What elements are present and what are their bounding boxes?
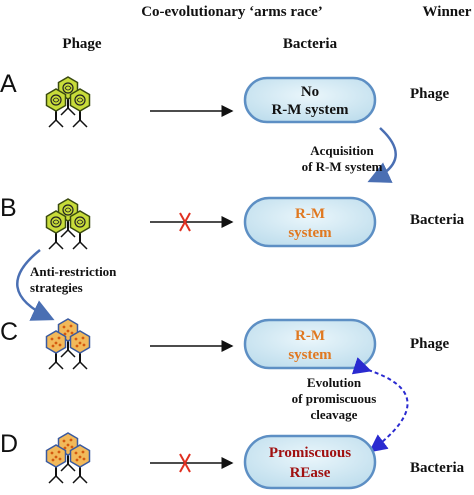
pill-d-line1: Promiscuous: [269, 445, 351, 461]
diagram-title: Co-evolutionary ‘arms race’: [141, 4, 323, 20]
bacterium-pill-b: [243, 196, 377, 248]
pill-a-line2: R-M system: [271, 102, 349, 118]
pill-c-line2: system: [288, 347, 332, 363]
evolution-line3: cleavage: [311, 407, 358, 422]
row-letter-c: C: [0, 318, 18, 346]
acquisition-arrow: [367, 127, 397, 183]
row-letter-d: D: [0, 430, 18, 458]
row-letter-a: A: [0, 70, 17, 98]
phage-header: Phage: [62, 36, 102, 52]
row-d: D Promiscuous REase Bacteria: [0, 430, 465, 490]
pill-d-line2: REase: [290, 465, 331, 481]
winner-c: Phage: [410, 336, 450, 352]
phage-cluster-c-icon: [45, 318, 91, 370]
acquisition-line1: Acquisition: [310, 143, 374, 158]
phage-cluster-a-icon: [45, 76, 91, 128]
anti-restriction-line1: Anti-restriction: [30, 264, 117, 279]
bacterium-pill-a: [243, 76, 377, 124]
bacteria-header: Bacteria: [283, 36, 338, 52]
winner-header: Winner: [423, 4, 472, 20]
winner-d: Bacteria: [410, 460, 465, 476]
block-x-d-icon: [179, 453, 191, 473]
anti-restriction-line2: strategies: [30, 280, 83, 295]
bacterium-pill-d: [243, 434, 377, 490]
evolution-line2: of promiscuous: [292, 391, 377, 406]
pill-c-line1: R-M: [295, 328, 325, 344]
row-a: A No R-M system Phage: [0, 70, 450, 128]
pill-b-line2: system: [288, 225, 332, 241]
winner-b: Bacteria: [410, 212, 465, 228]
evolution-line1: Evolution: [307, 375, 362, 390]
acquisition-line2: of R-M system: [302, 159, 383, 174]
bacterium-pill-c: [243, 318, 377, 370]
pill-a-line1: No: [301, 84, 319, 100]
row-b: B R-M system Bacteria: [0, 194, 465, 250]
anti-restriction-arrow: [16, 249, 55, 321]
row-c: C R-M system Phage: [0, 318, 450, 370]
phage-cluster-d-icon: [45, 432, 91, 484]
pill-b-line1: R-M: [295, 206, 325, 222]
winner-a: Phage: [410, 86, 450, 102]
phage-cluster-b-icon: [45, 198, 91, 250]
evolution-arrow: [351, 357, 409, 453]
row-letter-b: B: [0, 194, 17, 222]
block-x-b-icon: [179, 212, 191, 232]
